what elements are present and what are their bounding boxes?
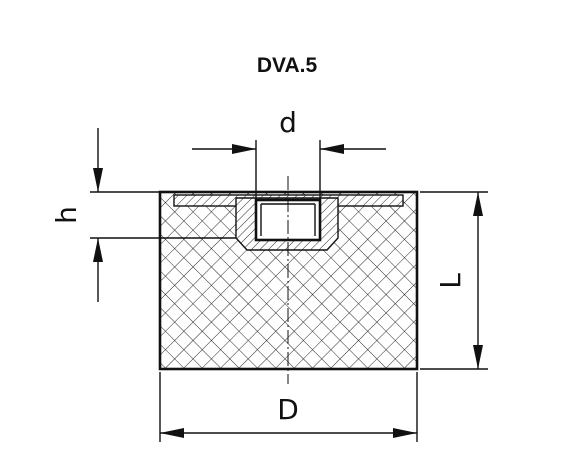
threaded-insert <box>235 197 339 251</box>
dimension-d-label: d <box>279 106 297 139</box>
dimension-D-label: D <box>277 393 299 426</box>
dimension-D <box>159 372 418 442</box>
dimension-L <box>420 191 488 370</box>
dimension-h-label: h <box>50 206 83 224</box>
dimension-d <box>192 140 386 200</box>
dimension-h <box>90 128 236 302</box>
drawing-title: DVA.5 <box>257 54 318 77</box>
dimension-L-label: L <box>434 273 467 289</box>
